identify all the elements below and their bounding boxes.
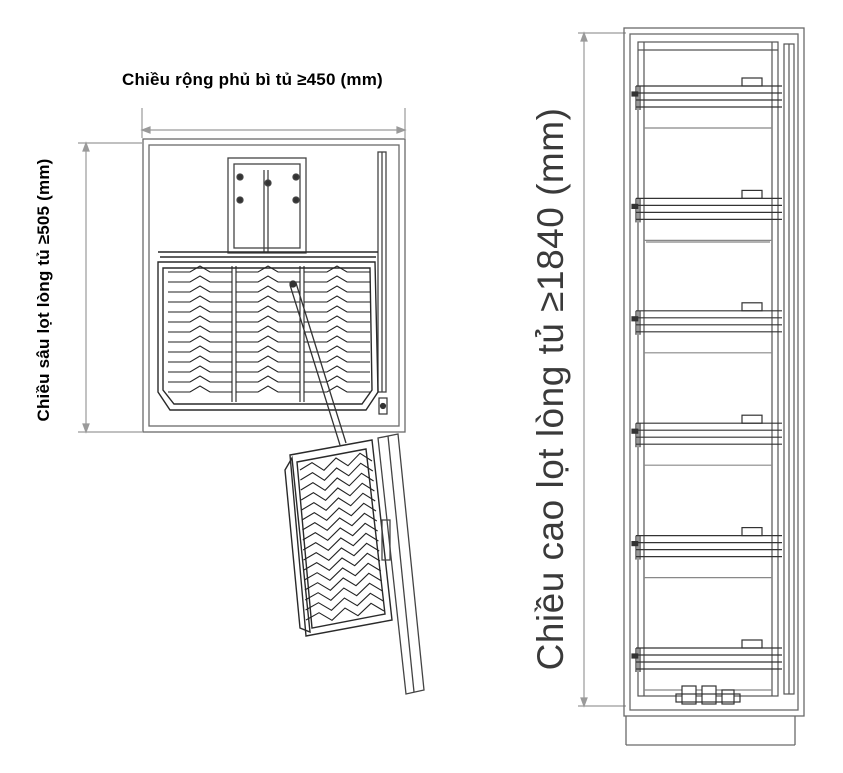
basket-wires bbox=[168, 265, 370, 402]
depth-label: Chiều sâu lọt lòng tủ ≥505 (mm) bbox=[34, 158, 53, 422]
side-rail bbox=[377, 151, 387, 393]
outer-basket-wire bbox=[303, 552, 381, 571]
shelf-clip bbox=[741, 639, 763, 649]
mounting-frame bbox=[227, 157, 307, 254]
basket-wire bbox=[304, 335, 370, 343]
outer-basket-wire bbox=[300, 472, 374, 491]
shelf-peg bbox=[631, 203, 639, 209]
depth-dimension-line bbox=[78, 141, 142, 434]
basket-wire bbox=[236, 335, 300, 343]
basket-wire bbox=[236, 315, 300, 323]
shelf-peg bbox=[631, 653, 639, 659]
shelf-clip bbox=[741, 77, 763, 87]
inner-basket bbox=[157, 251, 379, 411]
outer-basket-wire bbox=[300, 462, 374, 482]
basket-wire bbox=[168, 375, 232, 383]
front-shelves bbox=[631, 77, 782, 691]
basket-wire bbox=[304, 375, 370, 383]
basket-wire bbox=[168, 355, 232, 363]
width-label: Chiều rộng phủ bì tủ ≥450 (mm) bbox=[122, 70, 383, 89]
hinge bbox=[378, 397, 388, 415]
basket-wire bbox=[304, 365, 370, 373]
basket-wire bbox=[168, 285, 232, 293]
basket-wire bbox=[304, 355, 370, 363]
basket-wire bbox=[236, 295, 300, 303]
basket-wire bbox=[236, 275, 300, 283]
basket-wire bbox=[236, 355, 300, 363]
basket-wire bbox=[304, 325, 370, 333]
cabinet-outline-top bbox=[142, 138, 406, 433]
front-shelf bbox=[631, 526, 782, 579]
shelf-clip bbox=[741, 189, 763, 199]
height-label: Chiều cao lọt lòng tủ ≥1840 (mm) bbox=[530, 107, 571, 671]
outer-basket-wire bbox=[305, 602, 385, 621]
basket-wire bbox=[304, 345, 370, 353]
outer-basket-wire bbox=[302, 522, 378, 541]
basket-wire bbox=[236, 375, 300, 383]
cabinet-door bbox=[377, 433, 425, 695]
tall-frame bbox=[637, 41, 795, 697]
shelf-clip bbox=[741, 302, 763, 312]
outer-basket-wire bbox=[300, 482, 375, 501]
basket-wire bbox=[304, 285, 370, 293]
width-dimension-line bbox=[140, 108, 407, 138]
shelf-peg bbox=[631, 540, 639, 547]
outer-basket-wire bbox=[299, 452, 373, 472]
shelf-peg bbox=[631, 316, 639, 322]
basket-wire bbox=[168, 265, 232, 273]
outer-basket-wire bbox=[301, 492, 376, 511]
basket-wire bbox=[304, 315, 370, 323]
outer-basket-wire bbox=[303, 542, 380, 561]
basket-wire bbox=[236, 345, 300, 353]
shelf-clip bbox=[741, 414, 763, 424]
base-fittings bbox=[675, 685, 741, 705]
basket-wire bbox=[304, 385, 370, 393]
front-view bbox=[578, 27, 805, 746]
front-shelf bbox=[631, 302, 782, 354]
basket-wire bbox=[304, 265, 370, 273]
shelf-peg bbox=[631, 91, 639, 97]
basket-wire bbox=[168, 275, 232, 283]
front-shelf bbox=[631, 189, 782, 241]
basket-wire bbox=[168, 335, 232, 343]
basket-wire bbox=[304, 305, 370, 313]
outer-basket-wire bbox=[304, 582, 383, 601]
top-view bbox=[78, 108, 425, 695]
shelf-peg bbox=[631, 428, 639, 434]
basket-wire bbox=[236, 265, 300, 273]
basket-wire bbox=[236, 305, 300, 313]
basket-wire bbox=[304, 275, 370, 283]
outer-basket-wire bbox=[301, 502, 377, 521]
basket-wire bbox=[168, 365, 232, 373]
front-shelf bbox=[631, 414, 782, 466]
swing-arm bbox=[289, 280, 347, 446]
basket-wire bbox=[168, 295, 232, 303]
height-dimension-line bbox=[578, 31, 626, 708]
basket-wire bbox=[236, 385, 300, 393]
outer-basket-wires bbox=[299, 452, 385, 621]
basket-wire bbox=[236, 365, 300, 373]
basket-wire bbox=[168, 315, 232, 323]
basket-wire bbox=[236, 285, 300, 293]
basket-wire bbox=[168, 325, 232, 333]
front-shelf bbox=[631, 77, 782, 129]
outer-basket-wire bbox=[304, 572, 382, 591]
shelf-clip bbox=[741, 526, 763, 537]
cabinet-outline-front bbox=[623, 27, 805, 746]
basket-wire bbox=[304, 295, 370, 303]
front-shelf bbox=[631, 639, 782, 691]
basket-wire bbox=[168, 305, 232, 313]
outer-basket-wire bbox=[302, 532, 379, 551]
outer-basket-wire bbox=[304, 562, 382, 581]
outer-basket-wire bbox=[305, 592, 384, 611]
outer-basket-wire bbox=[302, 512, 378, 531]
basket-wire bbox=[236, 325, 300, 333]
basket-wire bbox=[168, 345, 232, 353]
basket-wire bbox=[168, 385, 232, 393]
outer-basket bbox=[284, 439, 393, 637]
